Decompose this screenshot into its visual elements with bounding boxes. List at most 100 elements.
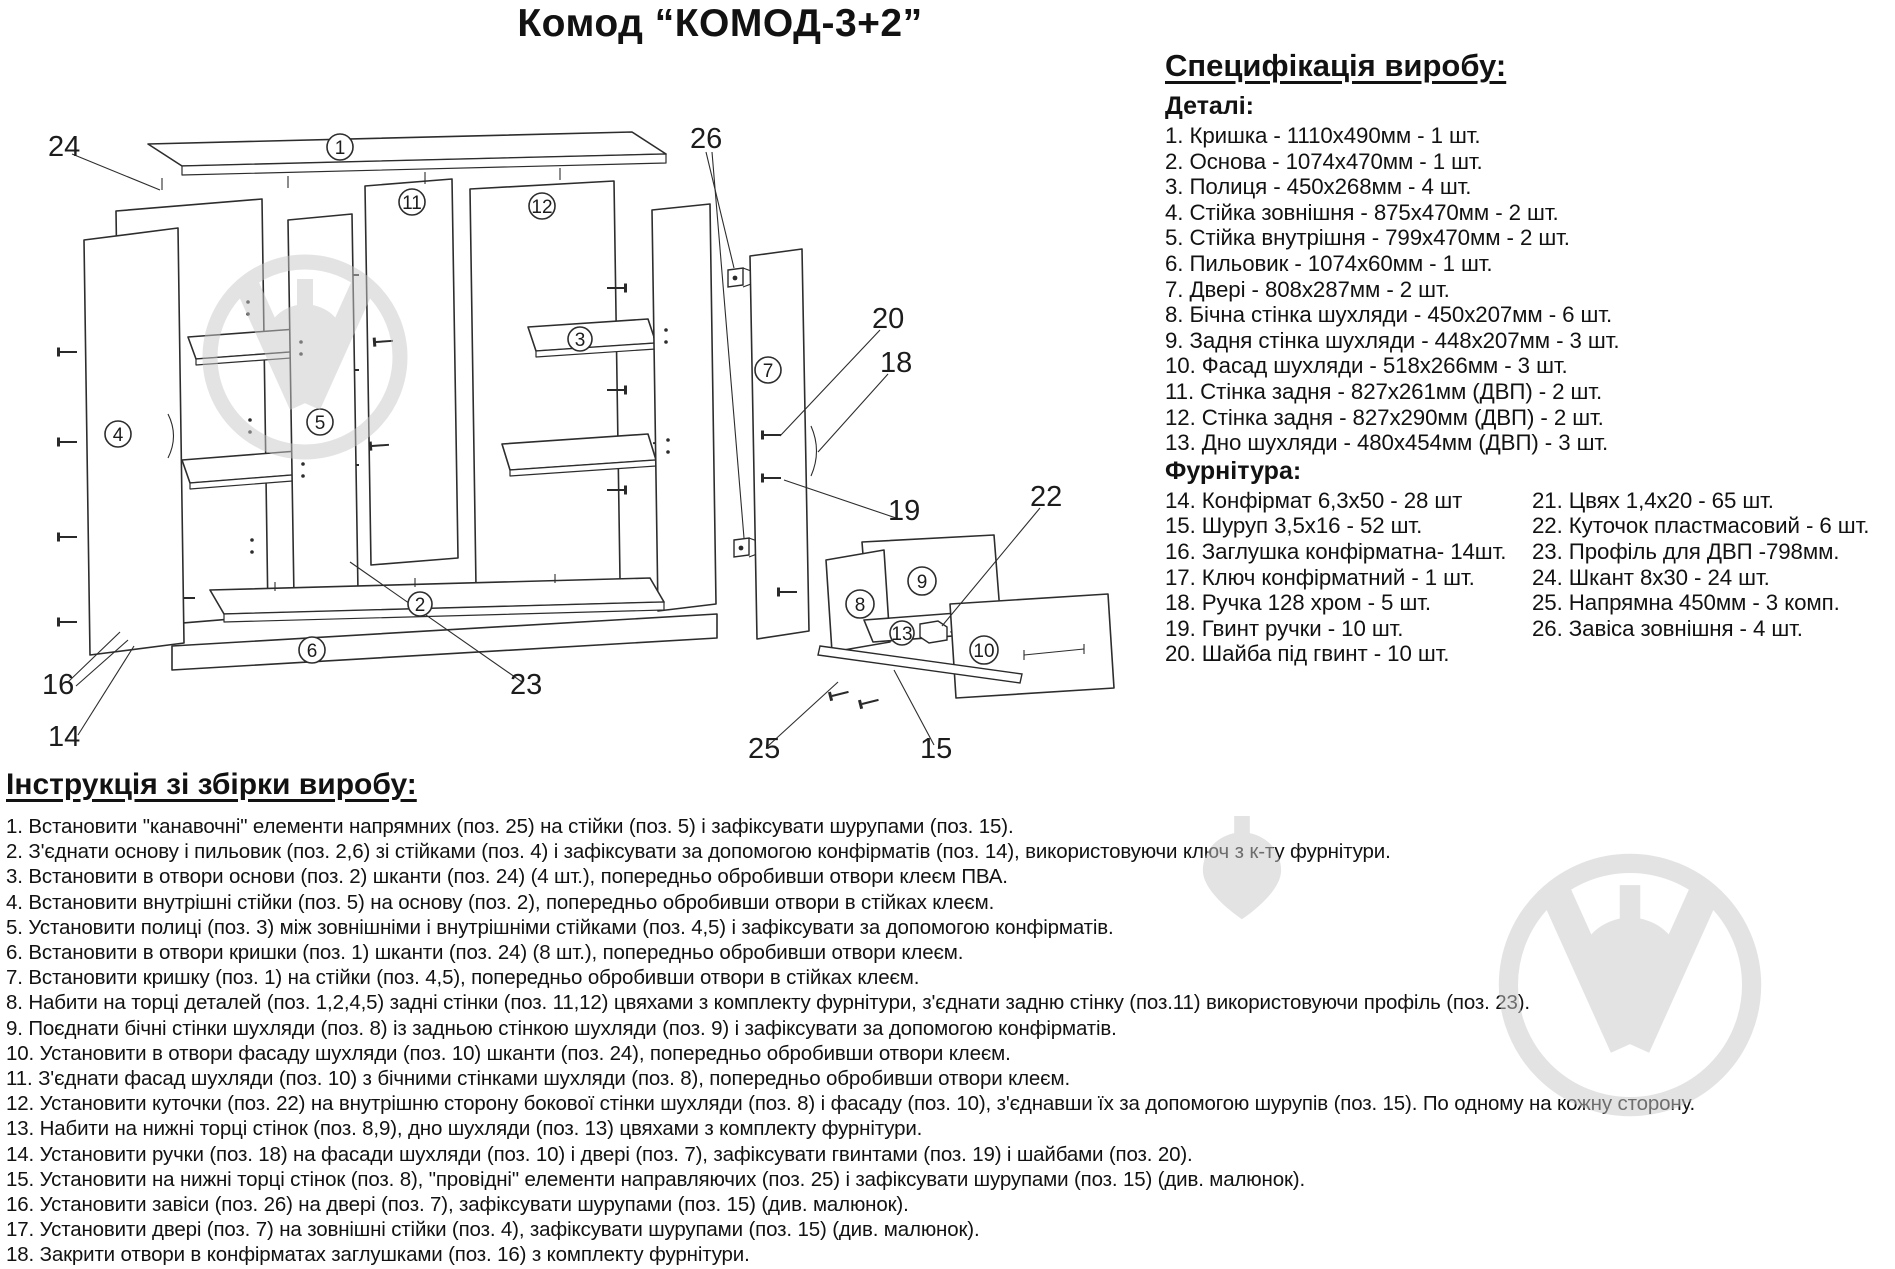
svg-text:9: 9 (917, 572, 928, 593)
svg-text:10: 10 (973, 641, 994, 662)
part-circle-6: 6 (298, 636, 326, 664)
part-door-left-4 (57, 227, 185, 656)
detail-item: 7. Двері - 808х287мм - 2 шт. (1165, 276, 1450, 302)
part-plinth-6 (171, 613, 718, 671)
part-shelf-left-lower (181, 449, 319, 490)
hardware-item: 15. Шуруп 3,5х16 - 52 шт. (1165, 513, 1423, 539)
hardware-heading: Фурнітура: (1165, 456, 1302, 485)
part-base-2 (175, 574, 665, 623)
svg-text:4: 4 (113, 425, 124, 446)
detail-item: 13. Дно шухляди - 480х454мм (ДВП) - 3 шт… (1165, 430, 1609, 456)
detail-item: 4. Стійка зовнішня - 875х470мм - 2 шт. (1165, 199, 1559, 225)
instruction-step: 12. Установити куточки (поз. 22) на внут… (6, 1092, 1696, 1116)
part-shelf-right-upper (527, 318, 657, 358)
instruction-step: 14. Установити ручки (поз. 18) на фасади… (6, 1142, 1193, 1166)
instruction-step: 17. Установити двері (поз. 7) на зовнішн… (6, 1218, 980, 1242)
callout-label-15: 15 (920, 733, 952, 765)
callout-label-22: 22 (1030, 481, 1062, 513)
instruction-step: 13. Набити на нижні торці стінок (поз. 8… (6, 1117, 923, 1141)
hardware-item: 22. Куточок пластмасовий - 6 шт. (1532, 513, 1870, 539)
instruction-step: 9. Поєднати бічні стінки шухляди (поз. 8… (6, 1016, 1117, 1040)
callout-label-24: 24 (48, 131, 80, 163)
hardware-item: 14. Конфірмат 6,3х50 - 28 шт (1165, 487, 1463, 513)
instruction-step: 15. Установити на нижні торці стінок (по… (6, 1167, 1305, 1191)
callout-leaders (67, 151, 1041, 747)
details-list: 1. Кришка - 1110х490мм - 1 шт.2. Основа … (1165, 123, 1891, 456)
detail-item: 2. Основа - 1074х470мм - 1 шт. (1165, 148, 1483, 174)
hinge-bottom (733, 537, 758, 558)
detail-item: 6. Пильовик - 1074х60мм - 1 шт. (1165, 250, 1493, 276)
svg-text:12: 12 (531, 197, 552, 218)
svg-text:7: 7 (763, 361, 774, 382)
part-back-panel-12 (469, 180, 627, 588)
part-top-panel-1 (147, 131, 667, 190)
hinge-top (727, 267, 752, 288)
hardware-item: 16. Заглушка конфірматна- 14шт. (1165, 538, 1507, 564)
instructions-heading: Інструкція зі збірки виробу: (6, 768, 417, 801)
instruction-step: 18. Закрити отвори в конфірматах заглушк… (6, 1243, 750, 1267)
detail-item: 3. Полиця - 450х268мм - 4 шт. (1165, 174, 1472, 200)
detail-item: 10. Фасад шухляди - 518х266мм - 3 шт. (1165, 353, 1568, 379)
part-circle-2: 2 (407, 591, 433, 617)
svg-text:13: 13 (891, 624, 912, 645)
instruction-step: 2. З'єднати основу і пильовик (поз. 2,6)… (6, 840, 1391, 864)
part-circle-1: 1 (326, 133, 354, 161)
instruction-step: 7. Встановити кришку (поз. 1) на стійки … (6, 966, 920, 990)
detail-item: 9. Задня стінка шухляди - 448х207мм - 3 … (1165, 327, 1620, 353)
part-circle-12: 12 (528, 192, 556, 220)
part-circle-4: 4 (104, 420, 132, 448)
instruction-step: 5. Установити полиці (поз. 3) між зовніш… (6, 915, 1114, 939)
svg-text:3: 3 (575, 330, 586, 351)
svg-text:1: 1 (335, 138, 346, 159)
svg-text:6: 6 (307, 641, 318, 662)
assembly-instructions: Інструкція зі збірки виробу: 1. Встанови… (6, 768, 1892, 1268)
callout-label-16: 16 (42, 669, 74, 701)
part-circle-3: 3 (567, 326, 593, 352)
detail-item: 12. Стінка задня - 827х290мм (ДВП) - 2 ш… (1165, 404, 1604, 430)
callout-label-26: 26 (690, 123, 722, 155)
svg-text:2: 2 (415, 595, 426, 616)
svg-text:8: 8 (855, 595, 866, 616)
part-circle-11: 11 (398, 188, 426, 216)
instruction-step: 6. Встановити в отвори кришки (поз. 1) ш… (6, 941, 964, 965)
hardware-list-right: 21. Цвях 1,4х20 - 65 шт.22. Куточок плас… (1532, 488, 1891, 667)
instruction-step: 8. Набити на торці деталей (поз. 1,2,4,5… (6, 991, 1530, 1015)
svg-text:11: 11 (402, 193, 422, 214)
hardware-item: 20. Шайба під гвинт - 10 шт. (1165, 641, 1450, 667)
instruction-step: 11. З'єднати фасад шухляди (поз. 10) з б… (6, 1067, 1070, 1091)
instruction-step: 10. Установити в отвори фасаду шухляди (… (6, 1041, 1011, 1065)
part-circle-7: 7 (754, 356, 782, 384)
detail-item: 11. Стінка задня - 827х261мм (ДВП) - 2 ш… (1165, 378, 1603, 404)
part-circle-8: 8 (845, 589, 875, 619)
hardware-item: 19. Гвинт ручки - 10 шт. (1165, 615, 1404, 641)
page-title: Комод “КОМОД-3+2” (517, 2, 923, 45)
specification-heading: Специфікація виробу: (1165, 48, 1507, 83)
callout-label-19: 19 (888, 495, 920, 527)
part-circle-9: 9 (907, 566, 937, 596)
hardware-item: 17. Ключ конфірматний - 1 шт. (1165, 564, 1475, 590)
instruction-step: 16. Установити завіси (поз. 26) на двері… (6, 1193, 909, 1217)
part-outer-stile-right (651, 203, 717, 612)
hardware-item: 24. Шкант 8х30 - 24 шт. (1532, 564, 1770, 590)
svg-text:5: 5 (315, 413, 326, 434)
part-circle-10: 10 (969, 635, 999, 665)
instruction-step: 3. Встановити в отвори основи (поз. 2) ш… (6, 865, 1008, 889)
details-heading: Деталі: (1165, 92, 1254, 120)
hardware-item: 18. Ручка 128 хром - 5 шт. (1165, 590, 1431, 616)
callout-label-18: 18 (880, 347, 912, 379)
watermark-pawn-mid (1202, 816, 1282, 920)
part-door-right-7 (749, 248, 818, 640)
callout-label-23: 23 (510, 669, 542, 701)
detail-item: 1. Кришка - 1110х490мм - 1 шт. (1165, 123, 1481, 148)
detail-item: 5. Стійка внутрішня - 799х470мм - 2 шт. (1165, 225, 1570, 251)
part-circle-13: 13 (889, 620, 915, 646)
specification-panel: Специфікація виробу: Деталі: 1. Кришка -… (1165, 48, 1891, 667)
hardware-item: 26. Завіса зовнішня - 4 шт. (1532, 615, 1803, 641)
exploded-view-diagram: 24 26 20 18 19 22 16 14 23 25 15 1 11 12… (42, 123, 1115, 765)
hardware-item: 23. Профіль для ДВП -798мм. (1532, 538, 1840, 564)
hardware-item: 21. Цвях 1,4х20 - 65 шт. (1532, 487, 1774, 513)
hardware-item: 25. Напрямна 450мм - 3 комп. (1532, 590, 1840, 616)
